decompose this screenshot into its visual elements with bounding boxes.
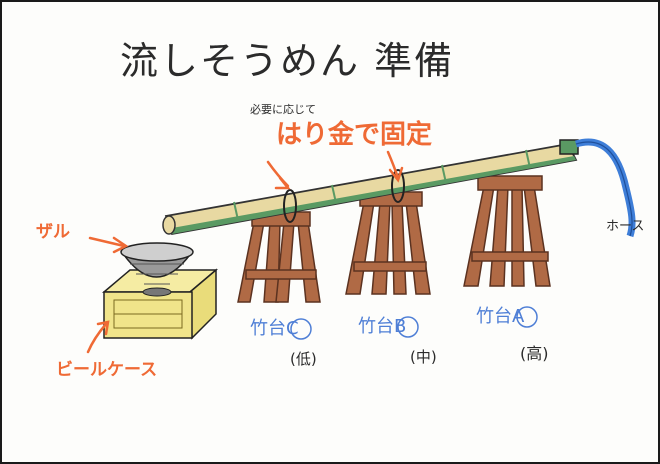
stand-letter-circles <box>290 306 538 340</box>
annotation-arrows <box>86 150 404 354</box>
stand-c-height: (低) <box>290 350 317 368</box>
page-title: 流しそうめん 準備 <box>120 39 455 83</box>
hose <box>559 138 636 238</box>
stand-b-height: (中) <box>410 348 437 366</box>
colander-label: ザル <box>36 222 70 242</box>
bamboo-stand-b <box>345 191 431 295</box>
colander <box>120 242 194 297</box>
wire-ties <box>283 169 405 223</box>
stand-b-label: 竹台B <box>358 316 407 337</box>
stand-a-height: (高) <box>520 344 549 363</box>
stand-a-label: 竹台A <box>476 306 525 327</box>
bamboo-stand-a <box>463 175 551 287</box>
hose-label: ホース <box>606 219 645 234</box>
beer-case <box>101 268 219 340</box>
bamboo-stand-c <box>237 211 321 303</box>
wire-note-small: 必要に応じて <box>250 103 316 116</box>
beer-case-label: ビールケース <box>56 360 158 380</box>
stand-c-label: 竹台C <box>250 318 299 339</box>
wire-note-main: はり金で固定 <box>276 120 433 150</box>
bamboo-chute <box>162 142 578 236</box>
